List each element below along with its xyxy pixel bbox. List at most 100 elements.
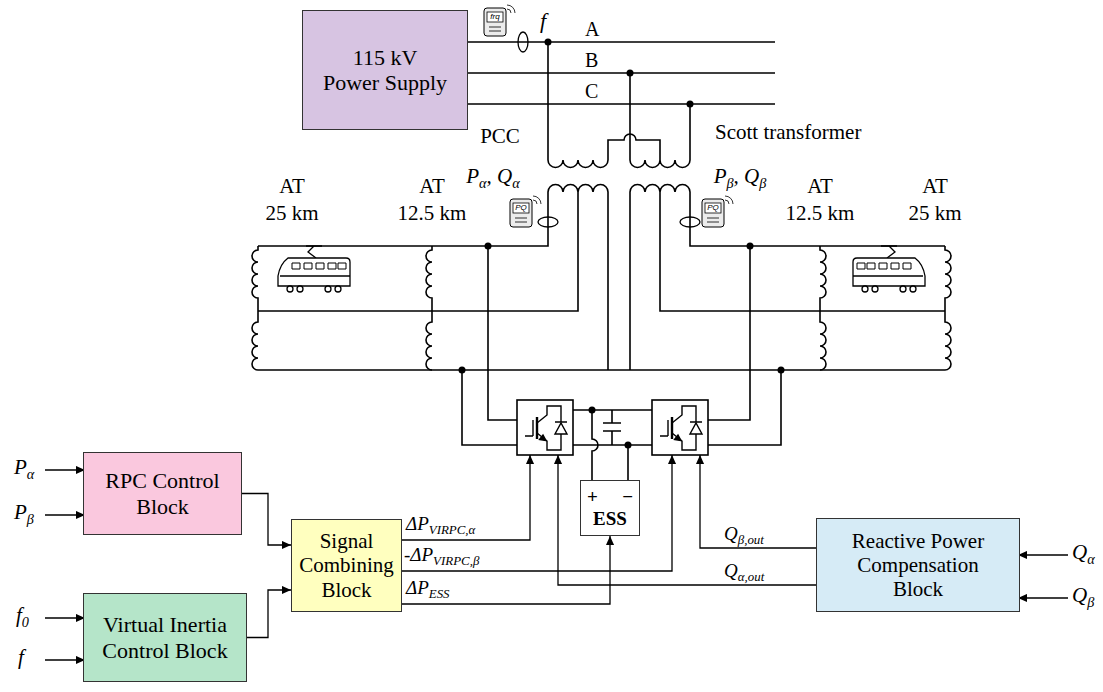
control-signal-arrow	[1018, 597, 1068, 598]
scott-transformer-coil	[548, 160, 690, 192]
box-text: ESS	[593, 508, 627, 530]
train-icon	[335, 286, 341, 292]
converter-igbt	[675, 435, 682, 441]
signal-name: -ΔPVIRPC,β	[404, 545, 479, 564]
subscript: α	[1087, 551, 1095, 567]
part-name: Scott transformer	[715, 122, 861, 143]
box-text: RPC Control Block	[92, 468, 233, 519]
dc-link	[573, 410, 652, 480]
junction-dot	[778, 367, 785, 374]
signal-name: Pβ, Qβ	[714, 166, 767, 187]
subscript: ESS	[429, 586, 450, 601]
train-icon	[881, 246, 897, 258]
teaser-wire	[608, 134, 660, 160]
signal-name: Qβ	[1072, 585, 1094, 606]
train-icon	[872, 286, 878, 292]
feeder-line	[258, 192, 945, 370]
control-signal-arrow	[400, 455, 530, 540]
terminal-sign: −	[622, 486, 633, 508]
control-signal-arrow	[558, 455, 818, 585]
dimension: 25 km	[265, 203, 318, 224]
junction-dot	[459, 367, 466, 374]
teaser-wire	[608, 134, 660, 160]
meter-icon	[487, 12, 503, 22]
junction-dot	[589, 407, 596, 414]
current-sensor-ring	[518, 32, 528, 52]
signal-name: Qα	[1072, 542, 1095, 563]
converter-igbt	[536, 417, 538, 439]
meter-icon	[515, 196, 541, 222]
converter-igbt	[517, 400, 573, 455]
subscript: 0	[22, 614, 29, 630]
junction-dot	[485, 243, 492, 250]
converter-igbt	[671, 417, 673, 439]
meter-icon	[705, 203, 721, 213]
subscript: VIRPC,α	[429, 522, 476, 537]
signal-name: Pα	[14, 457, 34, 478]
meter-text: frq	[490, 13, 499, 21]
converter-feed-wire	[462, 246, 781, 445]
autotransformer-coil	[252, 246, 258, 370]
train-icon	[862, 286, 868, 292]
terminal-row: +−	[587, 486, 633, 508]
current-sensor-ring	[518, 32, 700, 227]
meter-icon	[489, 5, 515, 31]
phase-tap-wire	[548, 42, 690, 160]
dimension: 25 km	[908, 203, 961, 224]
converter-igbt	[525, 406, 567, 450]
phase-name: A	[585, 19, 599, 39]
train-icon	[857, 263, 911, 269]
train-icon	[292, 263, 346, 269]
dimension: 12.5 km	[398, 203, 467, 224]
signal-name: Qβ,out	[724, 524, 764, 543]
train-icon	[306, 246, 322, 258]
subscript: β	[726, 175, 733, 191]
meter-icon	[707, 196, 733, 222]
converter-igbt	[652, 400, 708, 455]
phase-tap-wire	[548, 42, 690, 160]
meter-icon	[702, 199, 724, 227]
ess-box: +−ESS	[580, 480, 640, 536]
meter-icon	[510, 199, 532, 227]
dimension: 12.5 km	[786, 203, 855, 224]
subscript: VIRPC,β	[433, 553, 479, 568]
signal-name: ΔPESS	[406, 578, 450, 597]
part-name: AT	[279, 176, 305, 197]
junction-dot	[627, 70, 634, 77]
compensation-block: Reactive Power Compensation Block	[816, 518, 1020, 612]
meter-icon	[484, 5, 733, 227]
autotransformer-coil	[426, 246, 432, 370]
control-signal-arrow	[1018, 554, 1068, 555]
junction-dot	[687, 101, 694, 108]
signal-combining-block: Signal Combining Block	[291, 519, 402, 612]
scott-transformer-coil	[630, 185, 690, 192]
dc-link	[573, 410, 652, 480]
meter-text: PQ	[707, 204, 719, 212]
meter-icon	[484, 8, 506, 36]
three-phase-line	[468, 42, 775, 104]
control-signal-arrow	[45, 469, 85, 470]
train-icon	[853, 258, 925, 286]
signal-name: Qα,out	[724, 561, 764, 580]
scott-transformer-coil	[548, 160, 608, 168]
phase-name: B	[585, 50, 598, 70]
power-supply-box: 115 kVPower Supply	[302, 10, 468, 130]
junction-dot	[545, 39, 552, 46]
autotransformer-coil	[252, 246, 951, 370]
current-sensor-ring	[680, 217, 700, 227]
subscript: α,out	[738, 569, 765, 584]
converter-igbt	[517, 400, 573, 455]
part-name: AT	[922, 176, 948, 197]
phase-name: C	[585, 81, 598, 101]
junction-dot	[747, 243, 754, 250]
autotransformer-coil	[945, 246, 951, 370]
signal-connector	[402, 536, 610, 604]
train-icon	[297, 286, 303, 292]
subscript: β,out	[738, 532, 764, 547]
junction-dot	[625, 442, 632, 449]
box-text: Signal Combining Block	[295, 529, 398, 601]
control-signal-arrow	[45, 514, 85, 515]
feeder-line	[258, 192, 945, 370]
subscript: β	[1087, 594, 1094, 610]
